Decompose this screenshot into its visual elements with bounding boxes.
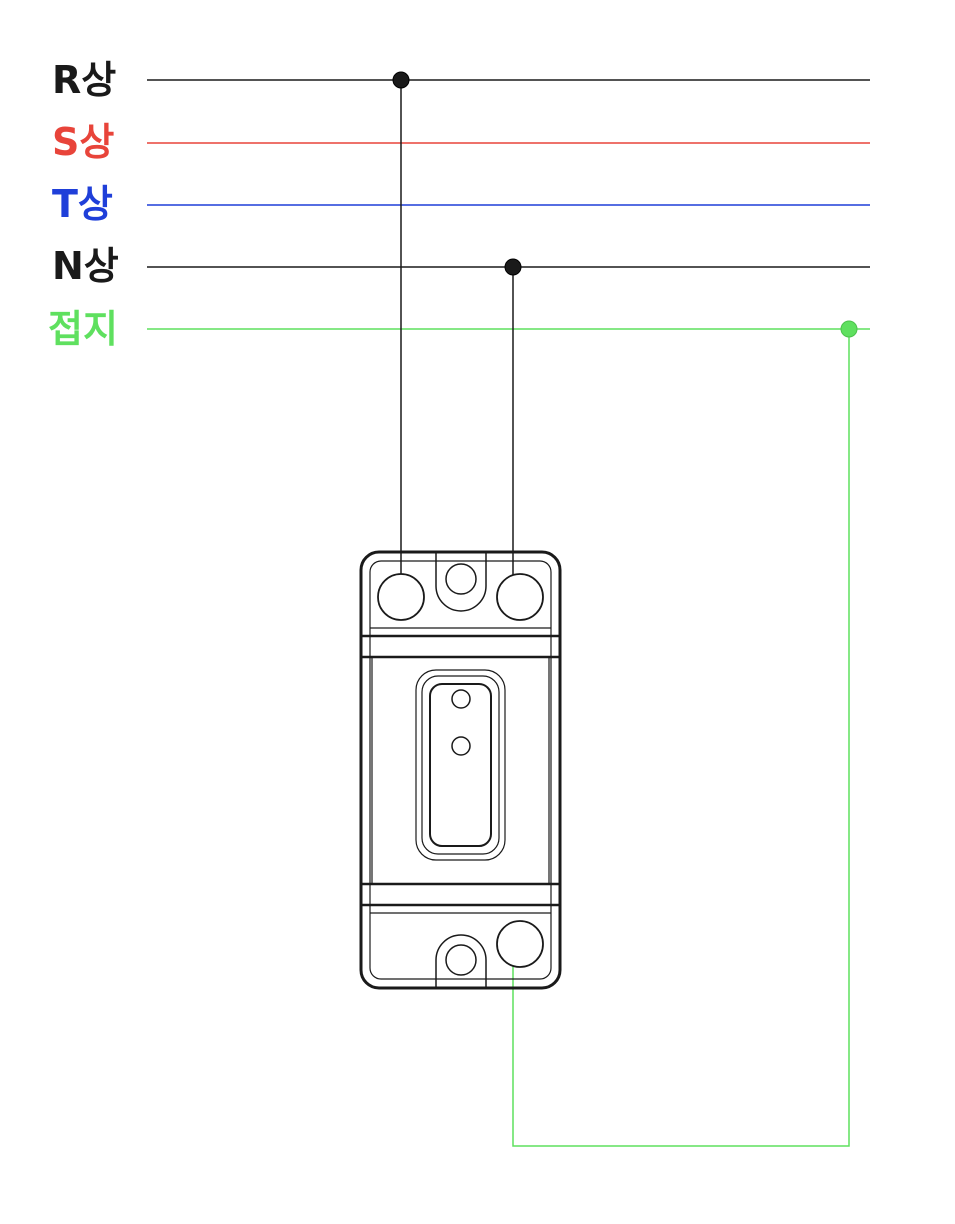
wire-ground-to-outlet xyxy=(512,329,850,1147)
phase-label-ground: 접지 xyxy=(48,307,118,351)
top-screw-hole xyxy=(445,563,477,595)
bottom-screw-notch xyxy=(435,934,487,988)
top-screw-notch xyxy=(435,552,487,612)
outlet-inner-border xyxy=(369,560,552,980)
socket-inner-frame xyxy=(429,683,492,847)
socket-pin-hole-top xyxy=(451,689,471,709)
outlet-device xyxy=(359,550,562,990)
phase-label-r: R상 xyxy=(52,58,116,102)
phase-label-t: T상 xyxy=(52,182,113,226)
top-band xyxy=(359,634,562,659)
socket-middle-frame xyxy=(421,675,500,855)
terminal-right-top xyxy=(496,573,544,621)
terminal-left-top xyxy=(377,573,425,621)
phase-label-n: N상 xyxy=(52,244,119,288)
phase-label-s: S상 xyxy=(52,120,114,164)
terminal-right-bottom xyxy=(496,920,544,968)
outlet-outer-body xyxy=(359,550,562,990)
junction-dot-r xyxy=(392,71,410,89)
socket-outer-frame xyxy=(415,669,506,861)
junction-dot-ground xyxy=(840,320,858,338)
socket-pin-hole-bottom xyxy=(451,736,471,756)
bottom-band xyxy=(359,882,562,907)
bottom-screw-hole xyxy=(445,944,477,976)
junction-dot-n xyxy=(504,258,522,276)
